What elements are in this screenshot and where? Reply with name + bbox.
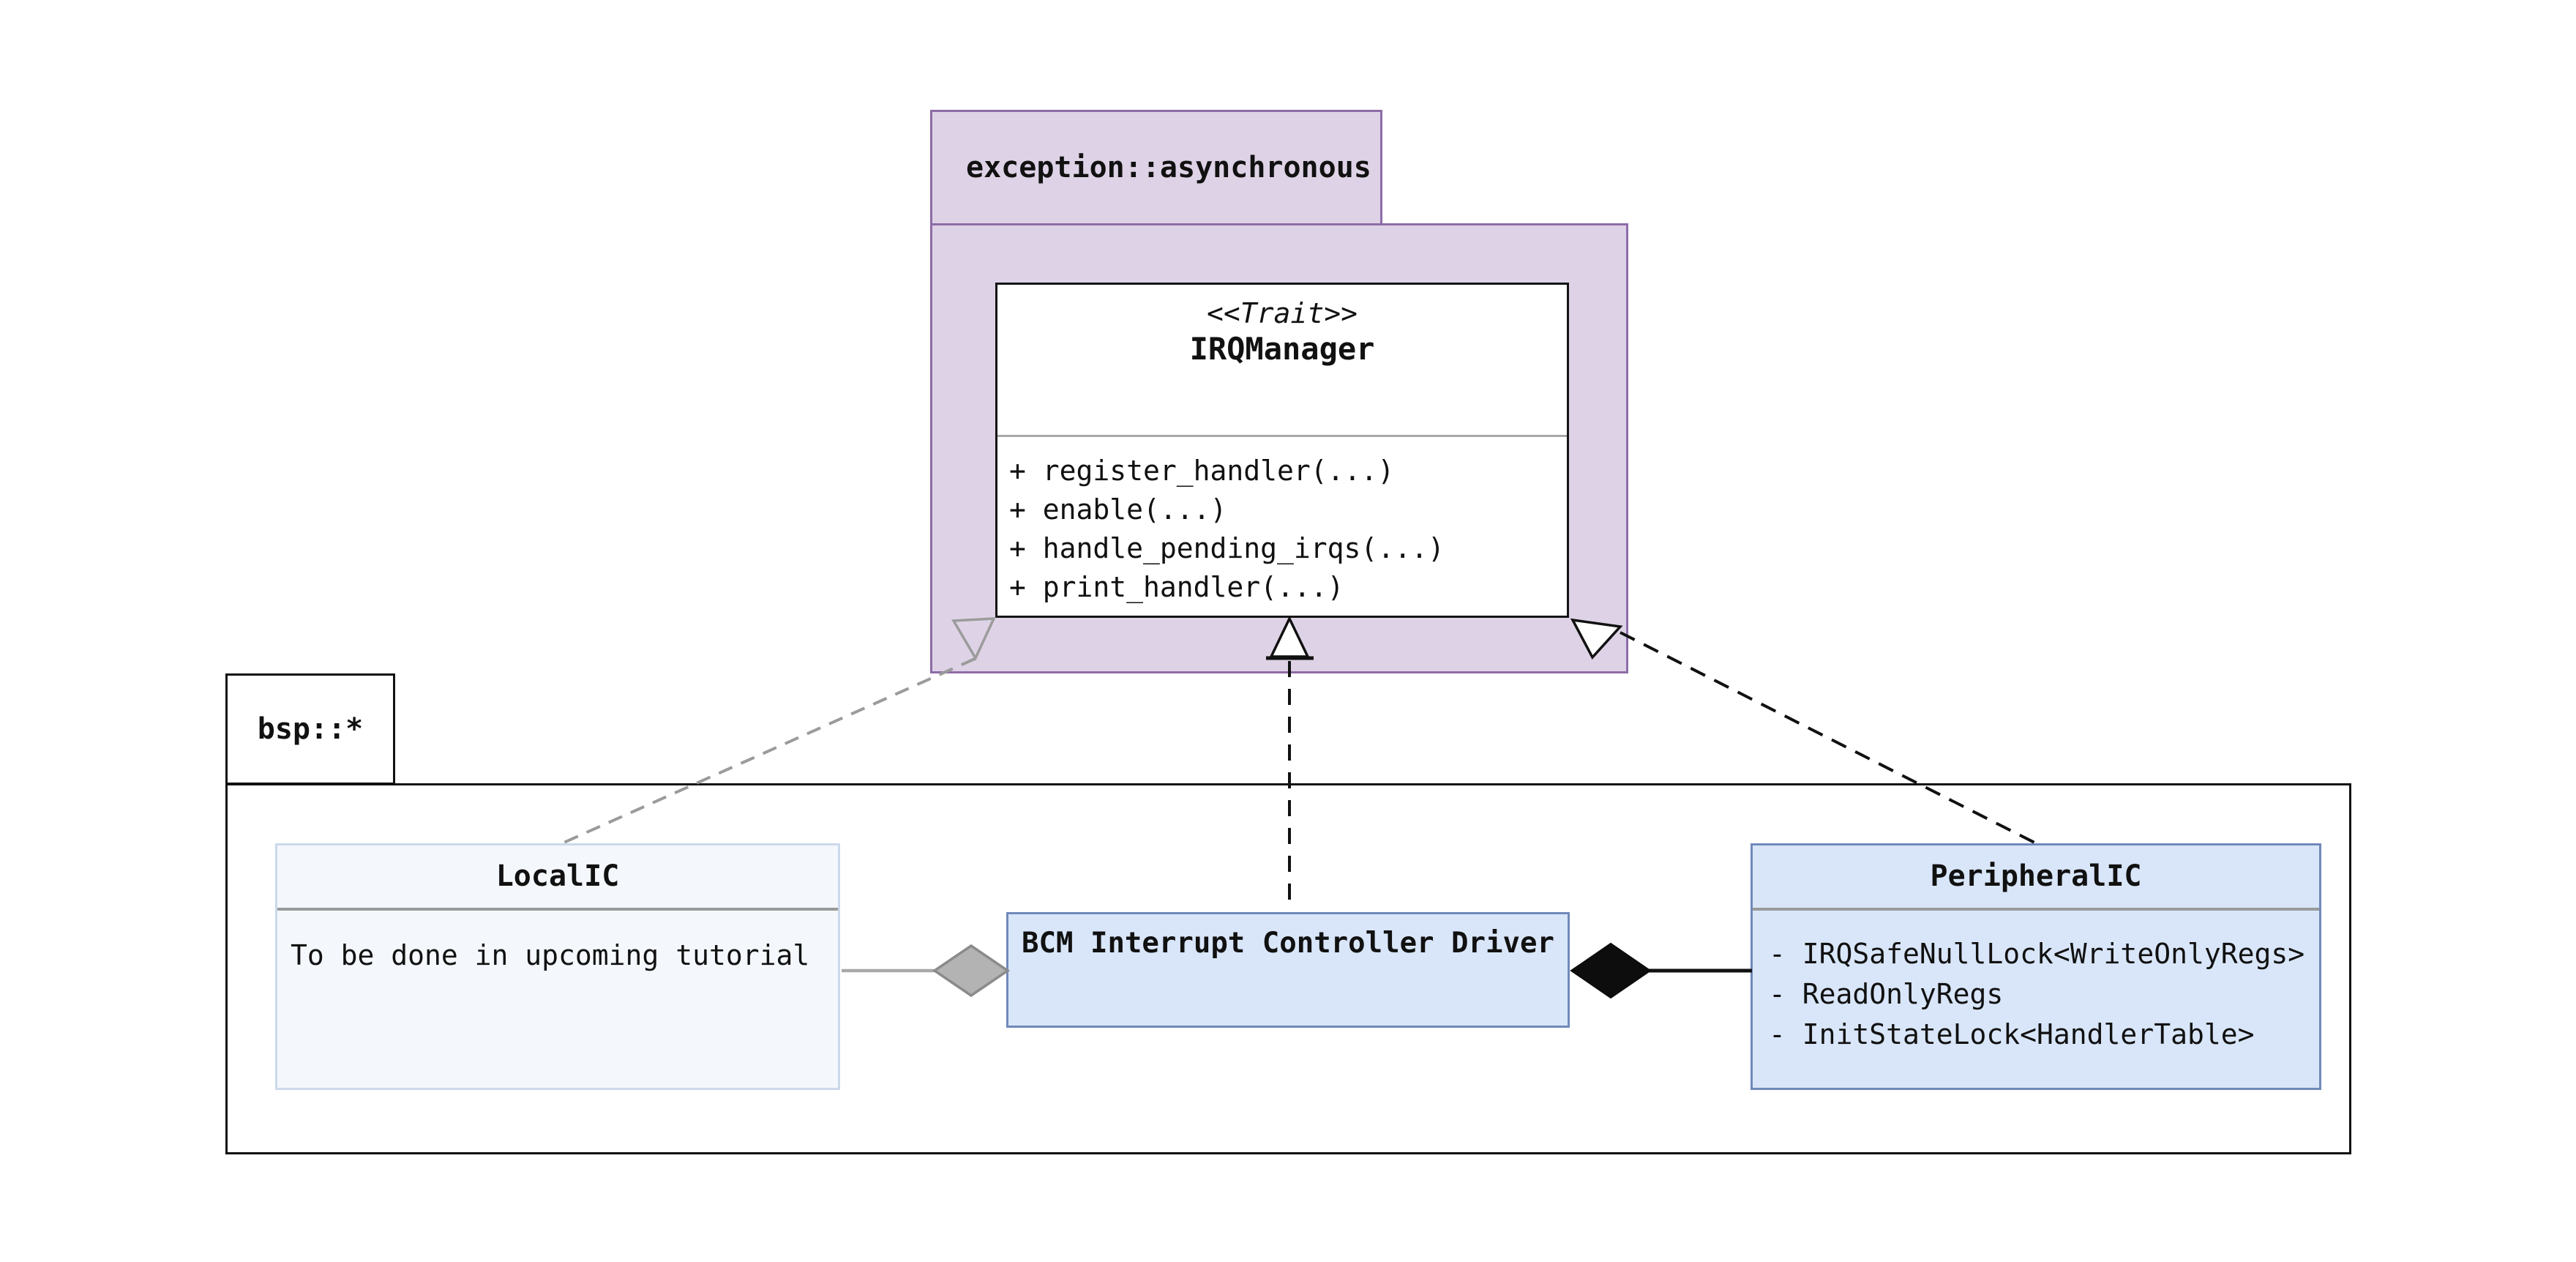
package-bsp-tab: bsp::* — [225, 673, 395, 785]
class-bcm-interrupt-controller-driver: BCM Interrupt Controller Driver — [1006, 912, 1570, 1028]
class-localic: LocalIC To be done in upcoming tutorial — [275, 843, 840, 1090]
package-exception-asynchronous-label: exception::asynchronous — [966, 151, 1371, 184]
class-irqmanager-methods: + register_handler(...) + enable(...) + … — [997, 437, 1567, 607]
class-peripheralic-divider — [1753, 908, 2319, 911]
class-irqmanager: <<Trait>> IRQManager + register_handler(… — [995, 283, 1569, 618]
class-peripheralic-title: PeripheralIC — [1930, 859, 2142, 893]
method-print-handler: + print_handler(...) — [1009, 571, 1344, 603]
attr-readonlyregs: - ReadOnlyRegs — [1769, 978, 2004, 1010]
class-irqmanager-stereotype: <<Trait>> — [1207, 297, 1358, 329]
method-handle-pending-irqs: + handle_pending_irqs(...) — [1009, 532, 1445, 564]
attr-irqsafenulllock: - IRQSafeNullLock<WriteOnlyRegs> — [1769, 938, 2305, 970]
class-peripheralic: PeripheralIC - IRQSafeNullLock<WriteOnly… — [1751, 843, 2321, 1090]
class-localic-title: LocalIC — [495, 859, 620, 893]
class-irqmanager-header: <<Trait>> IRQManager — [997, 296, 1567, 435]
package-bsp-label: bsp::* — [257, 712, 364, 746]
method-enable: + enable(...) — [1009, 493, 1227, 526]
class-bcm-label: BCM Interrupt Controller Driver — [1022, 927, 1554, 960]
class-localic-divider — [277, 908, 838, 911]
attr-initstatelock: - InitStateLock<HandlerTable> — [1769, 1018, 2255, 1050]
package-exception-asynchronous-tab: exception::asynchronous — [930, 110, 1382, 225]
class-irqmanager-divider — [997, 435, 1567, 437]
method-register-handler: + register_handler(...) — [1009, 455, 1395, 487]
class-peripheralic-attributes: - IRQSafeNullLock<WriteOnlyRegs> - ReadO… — [1753, 911, 2319, 1055]
class-irqmanager-name: IRQManager — [1189, 331, 1375, 367]
class-localic-note: To be done in upcoming tutorial — [291, 939, 810, 971]
